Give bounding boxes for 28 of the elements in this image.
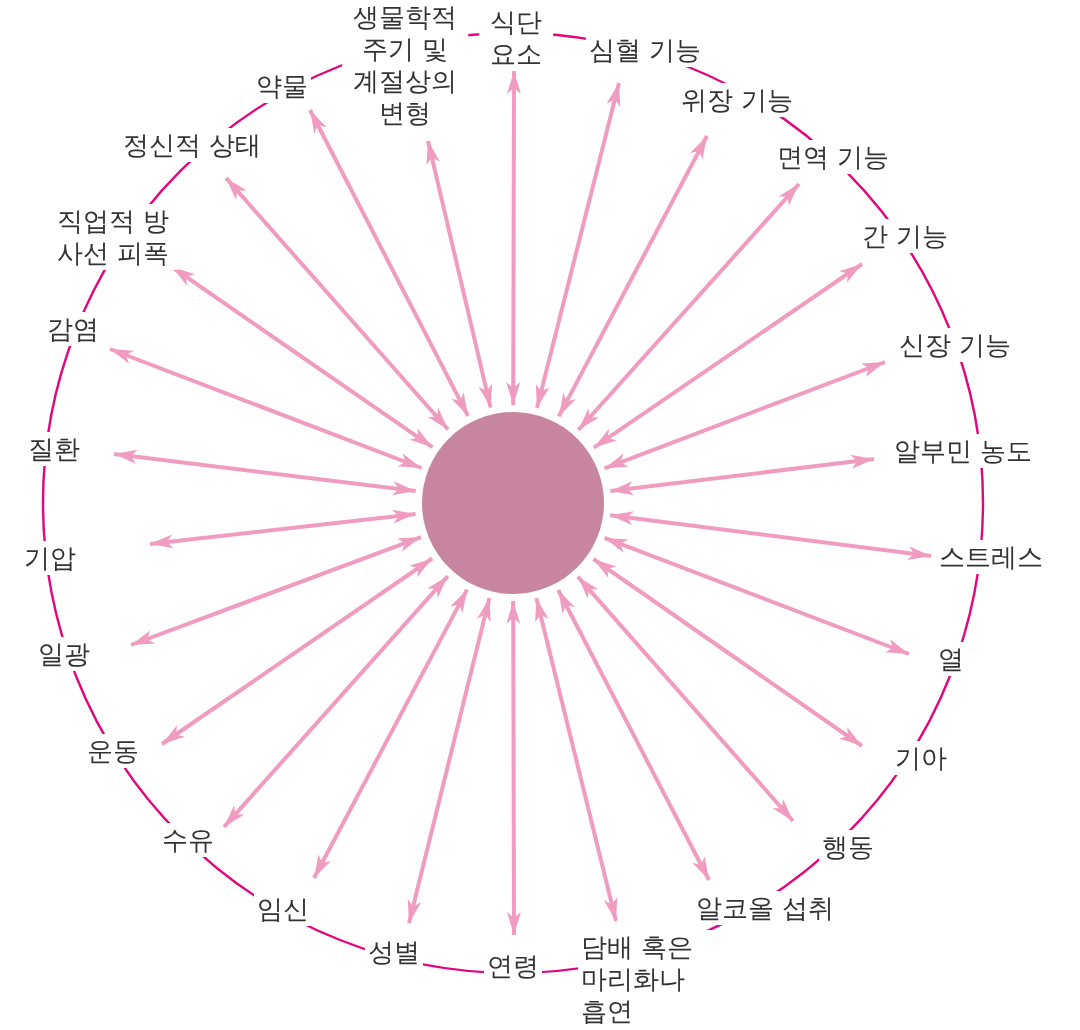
double-arrow <box>308 109 470 417</box>
double-arrow <box>222 574 450 829</box>
factor-label: 기아 <box>892 741 950 775</box>
center-circle <box>422 412 604 594</box>
double-arrow <box>506 601 521 935</box>
double-arrow <box>557 135 709 418</box>
double-arrow <box>576 575 795 823</box>
factor-label: 임신 <box>254 892 312 926</box>
double-arrow <box>592 262 864 450</box>
double-arrow <box>149 509 416 549</box>
double-arrow <box>160 556 434 746</box>
double-arrow <box>130 535 422 647</box>
double-arrow <box>576 182 801 432</box>
double-arrow <box>407 597 492 924</box>
double-arrow <box>426 140 493 409</box>
double-arrow <box>312 588 469 879</box>
double-arrow <box>556 589 711 881</box>
double-arrow <box>592 557 864 748</box>
double-arrow <box>603 536 910 656</box>
double-arrow <box>113 449 416 496</box>
double-arrow <box>506 71 521 405</box>
double-arrow <box>535 82 621 409</box>
double-arrow <box>609 511 932 561</box>
double-arrow <box>109 347 423 470</box>
double-arrow <box>603 360 886 471</box>
double-arrow <box>610 454 875 496</box>
double-arrow <box>534 597 618 922</box>
double-arrow <box>224 176 450 431</box>
